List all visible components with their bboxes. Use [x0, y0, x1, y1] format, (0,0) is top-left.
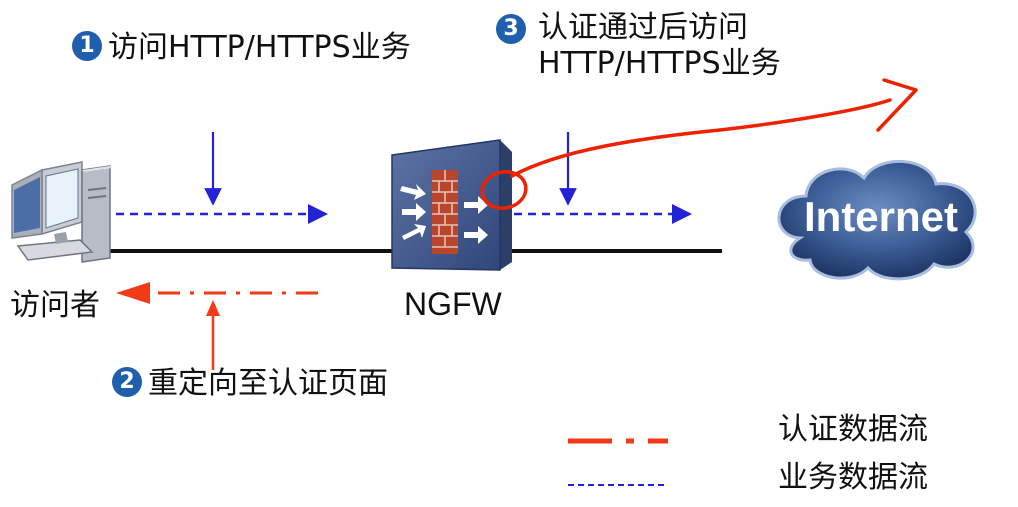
step3-line2: HTTP/HTTPS业务 — [538, 46, 781, 81]
visitor-label: 访问者 — [10, 288, 100, 323]
annotation-arrowhead — [876, 78, 918, 132]
auth-flow-arrowhead — [116, 282, 150, 304]
annotation-curve — [510, 98, 892, 178]
step3-badge: 3 — [496, 14, 526, 44]
legend-auth-label: 认证数据流 — [778, 412, 928, 447]
annotation-circle — [480, 170, 528, 210]
step2-badge: 2 — [112, 366, 142, 397]
ngfw-label: NGFW — [404, 286, 502, 322]
computer-icon — [11, 161, 112, 263]
internet-label: Internet — [804, 193, 959, 240]
legend-business-label: 业务数据流 — [778, 460, 928, 495]
step3-label: 认证通过后访问 3 HTTP/HTTPS业务 — [496, 10, 781, 82]
step1-badge: 1 — [72, 30, 102, 61]
step3-line1: 认证通过后访问 — [538, 10, 748, 45]
internet-cloud-icon — [777, 159, 977, 281]
